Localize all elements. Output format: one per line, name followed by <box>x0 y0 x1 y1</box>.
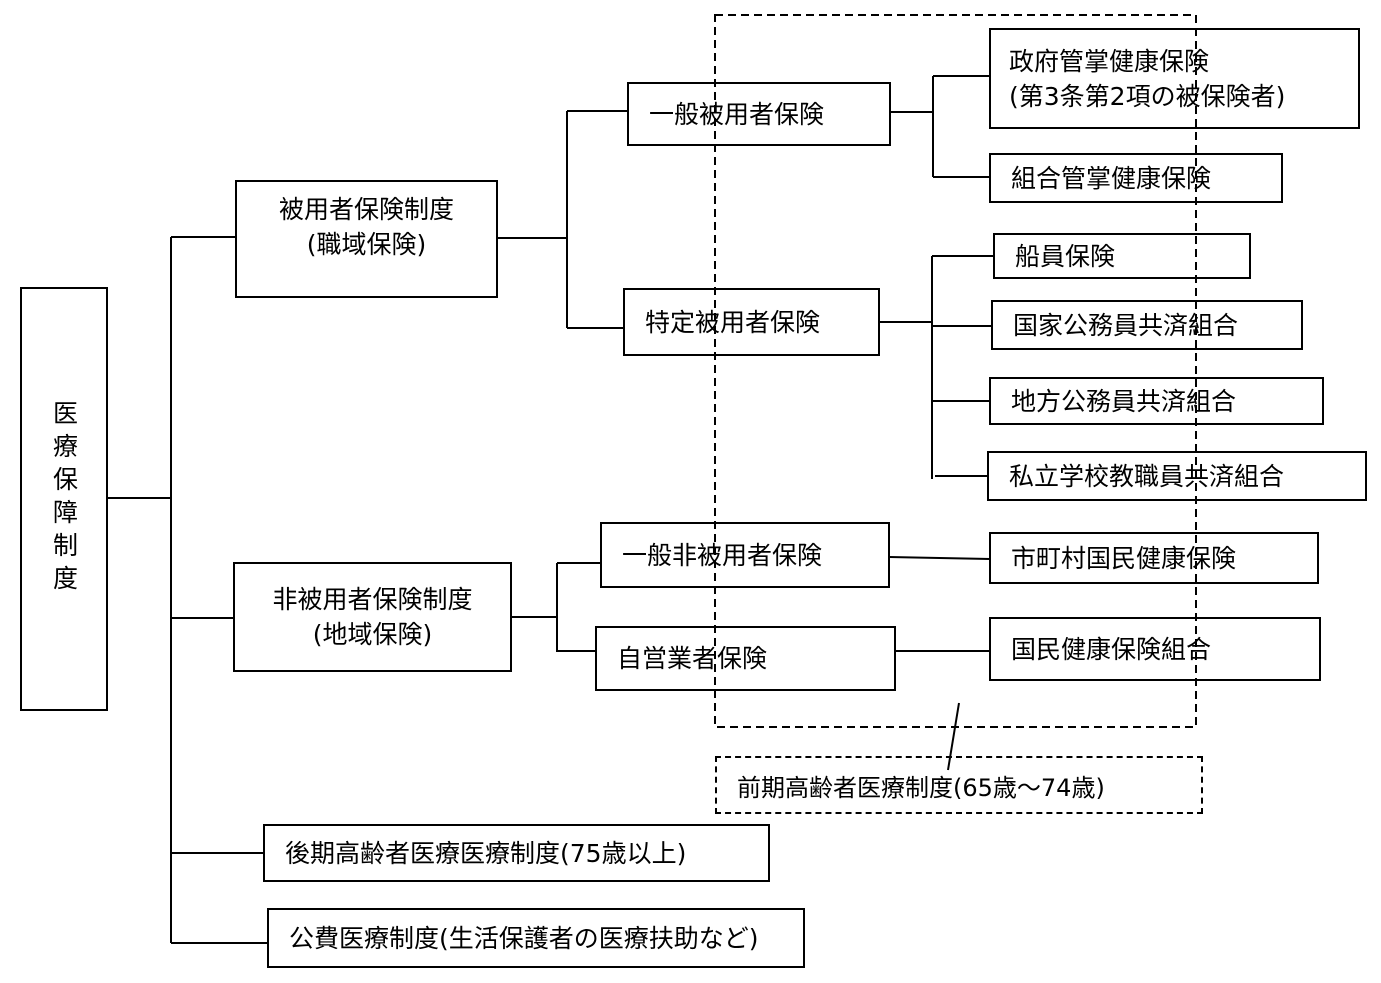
node-union-managed-label: 組合管掌健康保険 <box>1011 163 1212 193</box>
node-early-elderly-medical: 前期高齢者医療制度(65歳～74歳) <box>715 756 1203 814</box>
node-gov-managed-title: 政府管掌健康保険 <box>1009 46 1210 76</box>
node-national-civil-label: 国家公務員共済組合 <box>1013 310 1239 340</box>
node-local-civil-label: 地方公務員共済組合 <box>1011 386 1237 416</box>
node-seamen-insurance: 船員保険 <box>993 233 1251 279</box>
node-employee-insurance-subtitle: (職域保険) <box>306 230 427 259</box>
root-label: 医療保障制度 <box>49 400 79 598</box>
node-non-employee-insurance-title: 非被用者保険制度 <box>272 585 473 614</box>
node-late-elderly-medical: 後期高齢者医療医療制度(75歳以上) <box>263 824 770 882</box>
node-self-employed-insurance-label: 自営業者保険 <box>617 644 768 673</box>
node-private-school-label: 私立学校教職員共済組合 <box>1009 461 1285 491</box>
node-employee-insurance-title: 被用者保険制度 <box>278 195 454 224</box>
node-general-non-employee-insurance-label: 一般非被用者保険 <box>622 540 823 570</box>
node-seamen-label: 船員保険 <box>1015 241 1116 271</box>
node-local-civil-servants-mutual-aid: 地方公務員共済組合 <box>989 377 1324 425</box>
node-general-employee-insurance-label: 一般被用者保険 <box>649 99 825 129</box>
node-public-expense-medical-label: 公費医療制度(生活保護者の医療扶助など) <box>289 923 759 953</box>
node-employee-insurance: 被用者保険制度 (職域保険) <box>235 180 498 298</box>
root-node-medical-security-system: 医療保障制度 <box>20 287 108 711</box>
node-municipal-national-health-insurance: 市町村国民健康保険 <box>989 532 1319 584</box>
node-government-managed-health-insurance: 政府管掌健康保険 (第3条第2項の被保険者) <box>989 28 1360 129</box>
node-general-employee-insurance: 一般被用者保険 <box>627 82 891 146</box>
node-late-elderly-medical-label: 後期高齢者医療医療制度(75歳以上) <box>285 838 687 868</box>
node-specific-employee-insurance-label: 特定被用者保険 <box>645 307 821 337</box>
node-union-managed-health-insurance: 組合管掌健康保険 <box>989 153 1283 203</box>
node-specific-employee-insurance: 特定被用者保険 <box>623 288 880 356</box>
node-non-employee-insurance-subtitle: (地域保険) <box>312 620 433 649</box>
node-public-expense-medical: 公費医療制度(生活保護者の医療扶助など) <box>267 908 805 968</box>
node-municipal-nhi-label: 市町村国民健康保険 <box>1011 543 1237 573</box>
node-national-health-insurance-union: 国民健康保険組合 <box>989 617 1321 681</box>
node-national-civil-servants-mutual-aid: 国家公務員共済組合 <box>991 300 1303 350</box>
node-early-elderly-medical-label: 前期高齢者医療制度(65歳～74歳) <box>737 773 1105 802</box>
node-private-school-teachers-mutual-aid: 私立学校教職員共済組合 <box>987 451 1367 501</box>
node-self-employed-insurance: 自営業者保険 <box>595 626 896 691</box>
node-general-non-employee-insurance: 一般非被用者保険 <box>600 522 890 588</box>
node-nhi-union-label: 国民健康保険組合 <box>1011 634 1212 664</box>
node-non-employee-insurance: 非被用者保険制度 (地域保険) <box>233 562 512 672</box>
node-gov-managed-subtitle: (第3条第2項の被保険者) <box>1009 81 1286 111</box>
